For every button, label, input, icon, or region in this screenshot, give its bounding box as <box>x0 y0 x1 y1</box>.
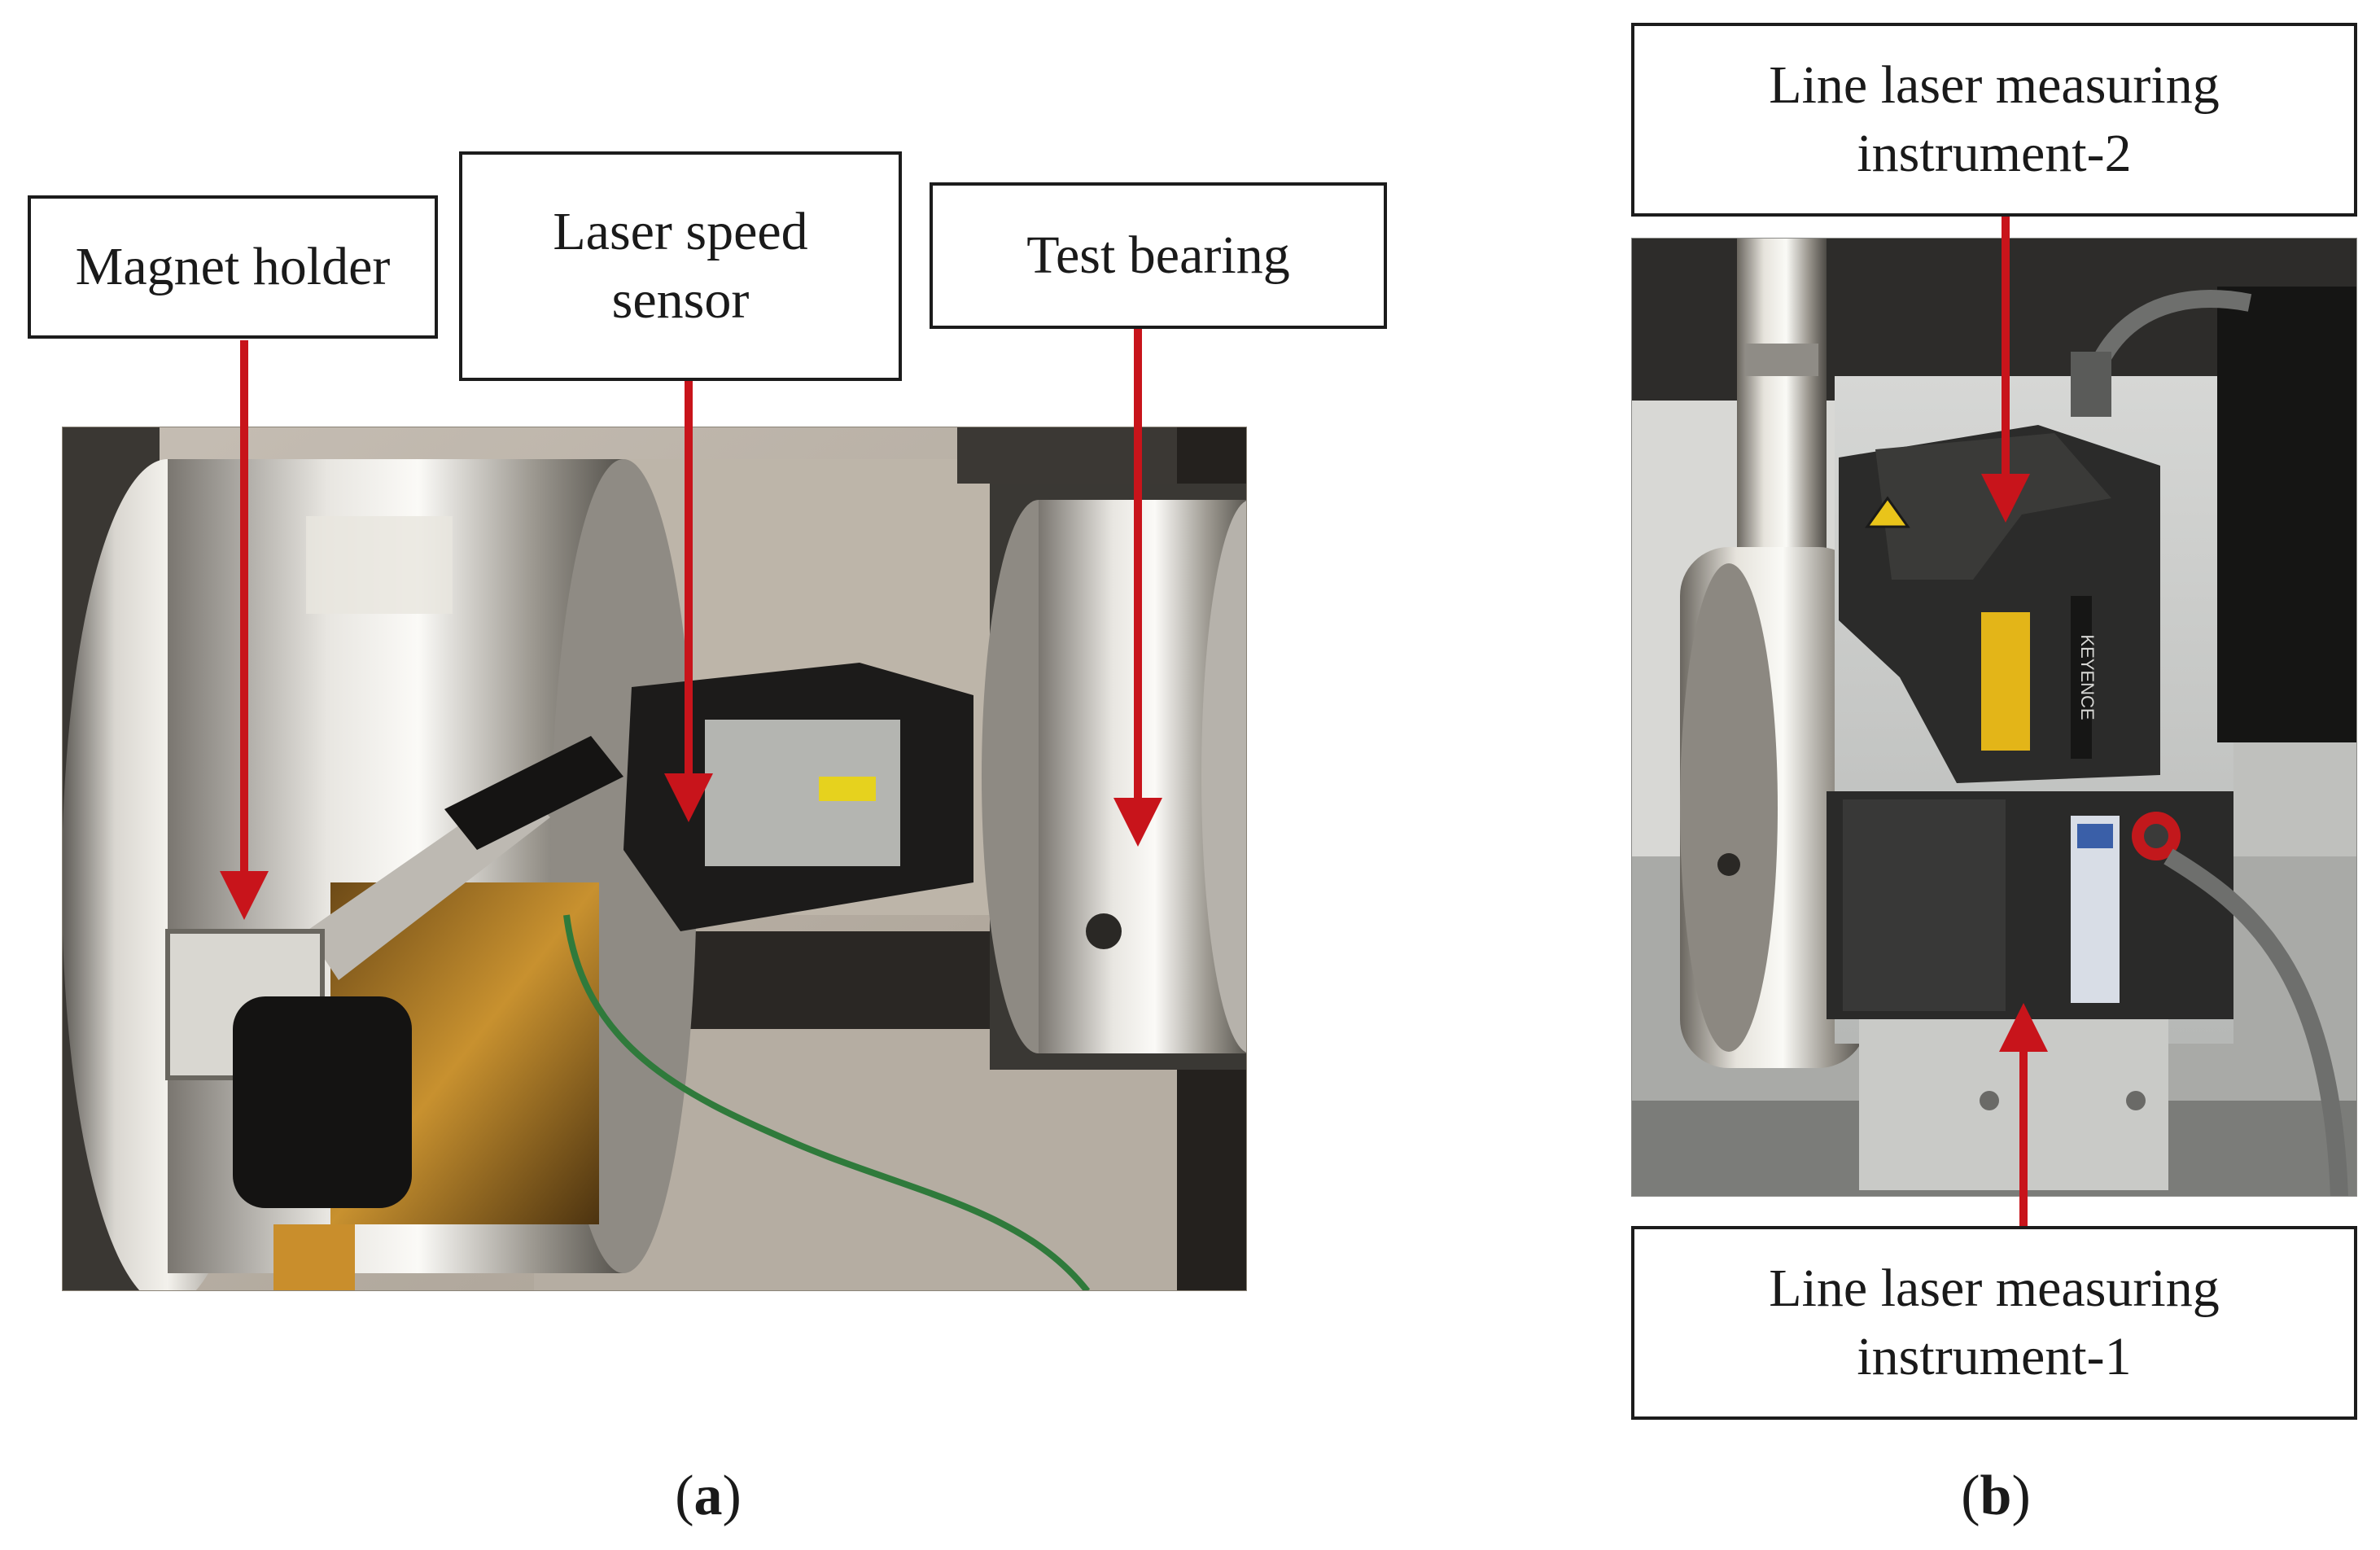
label-magnet-holder: Magnet holder <box>28 195 438 339</box>
label-instrument-1-line1: Line laser measuring <box>1769 1259 2220 1318</box>
label-test-bearing: Test bearing <box>930 182 1387 329</box>
caption-a-letter: a <box>693 1465 723 1527</box>
photo-bearing-test-rig <box>62 427 1247 1291</box>
caption-b-letter: b <box>1980 1465 2012 1527</box>
label-instrument-2-line2: instrument-2 <box>1857 124 2132 183</box>
label-test-bearing-text: Test bearing <box>1026 225 1290 285</box>
label-line-laser-instrument-2: Line laser measuring instrument-2 <box>1631 23 2357 217</box>
caption-b: (b) <box>1961 1465 2031 1527</box>
caption-a: (a) <box>675 1465 742 1527</box>
label-laser-speed-sensor-line2: sensor <box>611 270 750 330</box>
label-laser-speed-sensor: Laser speed sensor <box>459 151 902 381</box>
label-instrument-1-line2: instrument-1 <box>1857 1327 2132 1386</box>
photo-line-laser-instruments: KEYENCE <box>1631 238 2357 1197</box>
label-instrument-2-line1: Line laser measuring <box>1769 55 2220 115</box>
label-line-laser-instrument-1: Line laser measuring instrument-1 <box>1631 1226 2357 1420</box>
keyence-logo-text: KEYENCE <box>2077 634 2098 720</box>
label-laser-speed-sensor-line1: Laser speed <box>553 202 808 261</box>
label-magnet-holder-text: Magnet holder <box>75 237 391 296</box>
